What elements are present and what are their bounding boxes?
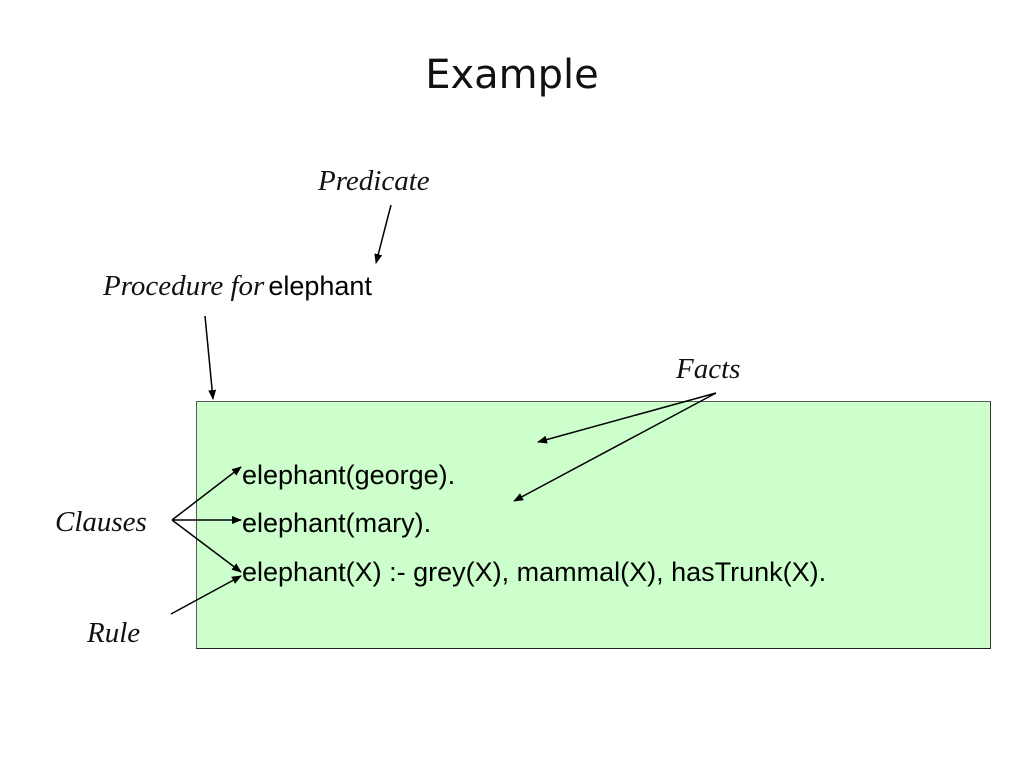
rule-label: Rule [87, 617, 141, 649]
procedure-for-label: Procedure for [103, 270, 265, 302]
facts-label: Facts [676, 353, 741, 385]
slide-title: Example [425, 52, 599, 98]
facts-arrow-george [537, 392, 717, 444]
procedure-name: elephant [268, 271, 372, 301]
clauses-arrow-rule [171, 519, 242, 573]
rule-arrow [170, 575, 242, 615]
predicate-label: Predicate [318, 165, 430, 197]
clauses-label: Clauses [55, 506, 147, 538]
fact-clause-george: elephant(george). [242, 460, 456, 490]
procedure-arrow [204, 315, 217, 400]
facts-arrow-mary [513, 392, 717, 502]
procedure-heading: Procedure for elephant [103, 270, 372, 303]
clauses-arrow-george [171, 466, 242, 521]
rule-clause: elephant(X) :- grey(X), mammal(X), hasTr… [242, 557, 827, 587]
fact-clause-mary: elephant(mary). [242, 508, 432, 538]
program-box [196, 401, 991, 649]
predicate-arrow [374, 204, 392, 264]
